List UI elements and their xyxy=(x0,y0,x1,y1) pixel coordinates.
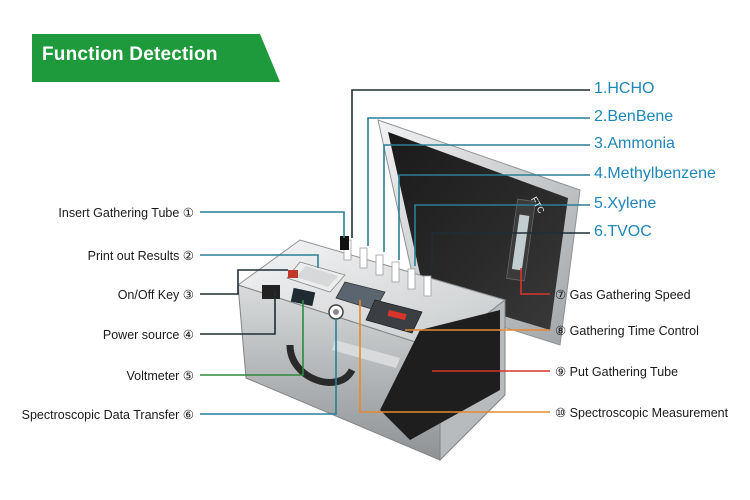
gas-label-xylene: 5.Xylene xyxy=(594,195,657,212)
label-spectroscopic-measurement: ⑩ Spectroscopic Measurement xyxy=(555,406,729,420)
label-power-source: Power source ④ xyxy=(102,328,194,342)
left-leader-lines xyxy=(200,211,345,415)
gas-leader-lines xyxy=(351,89,590,273)
label-on-off-key: On/Off Key ③ xyxy=(117,288,194,302)
label-spectroscopic-data-transfer: Spectroscopic Data Transfer ⑥ xyxy=(21,408,194,422)
label-gas-gathering-speed: ⑦ Gas Gathering Speed xyxy=(555,288,691,302)
label-insert-gathering-tube: Insert Gathering Tube ① xyxy=(58,206,194,220)
banner-shape xyxy=(32,34,280,82)
right-leader-lines xyxy=(359,268,550,413)
gas-label-ammonia: 3.Ammonia xyxy=(594,135,675,152)
control-panel xyxy=(262,236,432,368)
gas-label-benbene: 2.BenBene xyxy=(594,108,674,125)
gas-label-tvoc: 6.TVOC xyxy=(594,223,652,240)
title-banner: Function Detection xyxy=(32,34,280,82)
label-voltmeter: Voltmeter ⑤ xyxy=(126,369,194,383)
label-print-out-results: Print out Results ② xyxy=(87,249,194,263)
label-put-gathering-tube: ⑨ Put Gathering Tube xyxy=(555,365,679,379)
page-title: Function Detection xyxy=(42,44,218,65)
label-gathering-time-control: ⑧ Gathering Time Control xyxy=(555,324,699,338)
gas-label-methylbenzene: 4.Methylbenzene xyxy=(594,165,716,182)
gas-label-hcho: 1.HCHO xyxy=(594,80,655,97)
